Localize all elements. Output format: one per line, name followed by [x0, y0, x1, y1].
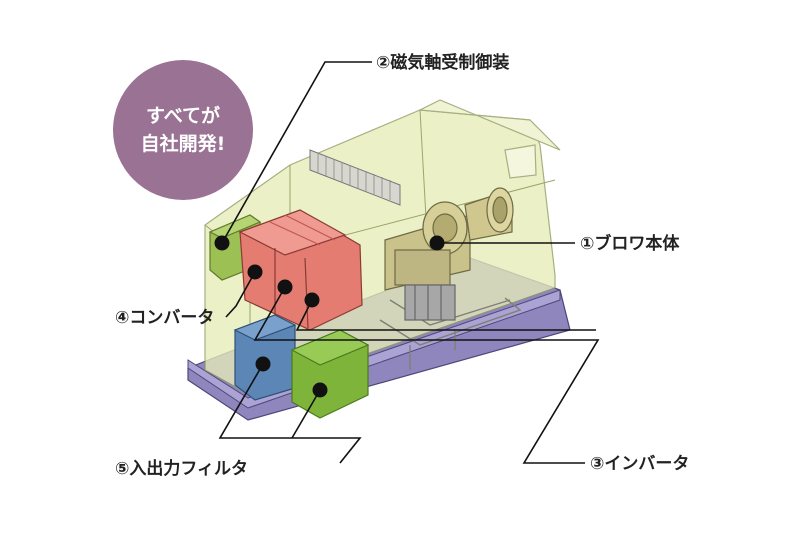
converter-modules: [238, 209, 363, 331]
label-io-filter: ⑤入出力フィルタ: [115, 458, 248, 479]
dot-filter-b: [312, 382, 328, 398]
dot-magnetic-bearing: [214, 235, 230, 251]
dot-inverter-b: [304, 292, 320, 308]
badge-circle: [113, 60, 253, 200]
leader-magnetic-bearing: [221, 61, 372, 244]
label-converter: ④コンバータ: [115, 308, 214, 328]
dot-filter-a: [255, 356, 271, 372]
leader-filter-a: [218, 363, 362, 464]
badge: すべてが 自社開発!: [113, 60, 253, 200]
leader-inverter-a: [253, 286, 600, 464]
vent-grille: [309, 149, 401, 206]
label-magnetic-bearing: ②磁気軸受制御装: [376, 52, 509, 73]
filter-green-box: [290, 329, 370, 419]
leader-lines: [218, 61, 600, 464]
label-blower: ①ブロワ本体: [580, 233, 680, 254]
blower-body: [384, 187, 514, 321]
leader-dots: [214, 235, 445, 398]
badge-line1: すべてが: [146, 104, 220, 127]
dot-inverter-a: [277, 279, 293, 295]
leader-converter: [225, 271, 256, 318]
leader-filter-b: [291, 389, 321, 439]
label-inverter: ③インバータ: [590, 454, 689, 474]
labels: ②磁気軸受制御装 ①ブロワ本体 ④コンバータ ③インバータ ⑤入出力フィルタ: [115, 52, 689, 479]
leader-inverter-b: [295, 299, 596, 331]
dot-blower: [429, 235, 445, 251]
dot-converter: [247, 264, 263, 280]
badge-line2: 自社開発!: [141, 132, 226, 155]
